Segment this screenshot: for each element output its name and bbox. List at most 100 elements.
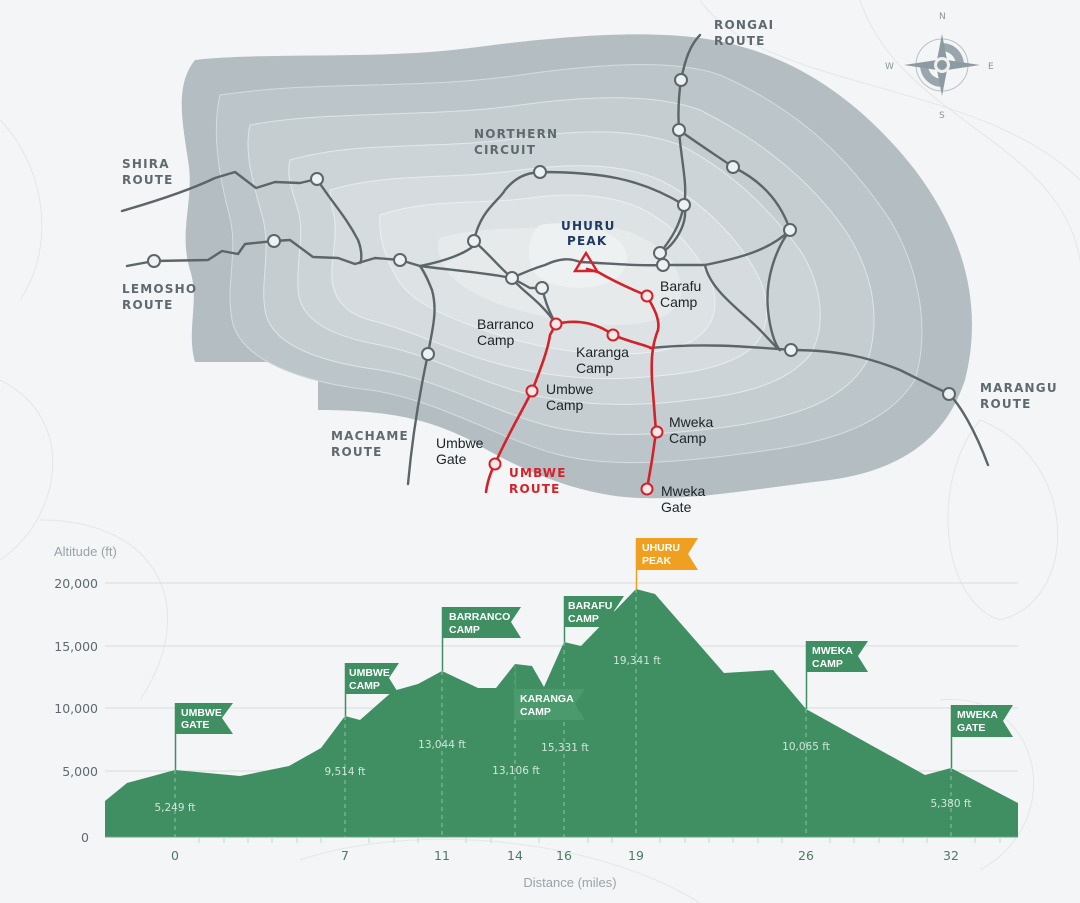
- x-axis-minor-ticks: [198, 838, 1001, 843]
- flag-karanga-camp: KARANGA CAMP: [514, 664, 585, 720]
- flag-karanga-camp-line1: KARANGA: [520, 693, 574, 705]
- x-tick-16: 16: [556, 848, 572, 863]
- lemosho-route-label-line2: ROUTE: [122, 298, 174, 312]
- flag-uhuru-peak-line2: PEAK: [642, 555, 672, 567]
- mweka-gate-label-1: Mweka: [661, 483, 706, 499]
- trails: [120, 33, 990, 486]
- mweka-gate-label-2: Gate: [661, 499, 692, 515]
- flag-barranco-camp-line2: CAMP: [449, 624, 480, 636]
- barafu-camp-label-2: Camp: [660, 294, 698, 310]
- mweka-camp-label-1: Mweka: [669, 414, 714, 430]
- flag-karanga-camp-line2: CAMP: [520, 706, 551, 718]
- marangu-route-label-line1: MARANGU: [980, 381, 1058, 395]
- rongai-route-label-line2: ROUTE: [714, 34, 766, 48]
- barafu-camp-label-1: Barafu: [660, 278, 701, 294]
- lemosho-east: [418, 228, 792, 280]
- trail-nodes: [147, 73, 956, 401]
- flag-barranco-camp-line1: BARRANCO: [449, 611, 510, 623]
- flag-umbwe-camp-line2: CAMP: [349, 680, 380, 692]
- altitude-barranco-camp: 13,044 ft: [418, 739, 466, 751]
- compass-icon: N S W E: [885, 12, 994, 121]
- altitude-labels: 5,249 ft 9,514 ft 13,044 ft 13,106 ft 15…: [154, 655, 971, 814]
- northern-circuit-label-line1: NORTHERN: [474, 127, 558, 141]
- mweka-camp-label-2: Camp: [669, 430, 707, 446]
- flag-umbwe-camp-line1: UMBWE: [349, 667, 390, 679]
- route-labels: SHIRA ROUTE LEMOSHO ROUTE NORTHERN CIRCU…: [122, 18, 1058, 496]
- umbwe-gate-label-1: Umbwe: [436, 435, 484, 451]
- northern-circuit-label-line2: CIRCUIT: [474, 143, 536, 157]
- y-axis-title: Altitude (ft): [54, 544, 117, 559]
- marangu-trail: [648, 344, 990, 467]
- flag-mweka-gate-line2: GATE: [957, 722, 985, 734]
- umbwe-gate-label-2: Gate: [436, 451, 467, 467]
- x-tick-32: 32: [943, 848, 959, 863]
- y-tick-20000: 20,000: [54, 576, 98, 591]
- machame-route-label-line1: MACHAME: [331, 429, 409, 443]
- barranco-camp-label-2: Camp: [477, 332, 515, 348]
- flag-umbwe-gate: UMBWE GATE: [174, 703, 233, 770]
- flag-barranco-camp: BARRANCO CAMP: [441, 607, 521, 671]
- y-tick-0: 0: [81, 830, 89, 845]
- flag-umbwe-gate-line2: GATE: [181, 719, 209, 731]
- uhuru-peak-triangle-icon: [572, 250, 600, 273]
- umbwe-camp-label-1: Umbwe: [546, 381, 594, 397]
- x-tick-26: 26: [798, 848, 814, 863]
- flag-mweka-gate: MWEKA GATE: [950, 705, 1013, 768]
- altitude-mweka-gate: 5,380 ft: [930, 798, 971, 810]
- y-axis-ticks: 20,000 15,000 10,000 5,000 0: [54, 576, 98, 845]
- machame-trail: [406, 264, 436, 486]
- altitude-uhuru-peak: 19,341 ft: [613, 655, 661, 667]
- marangu-upper: [766, 228, 792, 352]
- flag-uhuru-peak-line1: UHURU: [642, 542, 680, 554]
- y-tick-5000: 5,000: [62, 764, 98, 779]
- compass-w: W: [885, 62, 894, 72]
- umbwe-route-label-line1: UMBWE: [509, 466, 567, 480]
- compass-n: N: [939, 12, 946, 22]
- flag-barafu-camp-line2: CAMP: [568, 613, 599, 625]
- y-tick-10000: 10,000: [54, 701, 98, 716]
- uhuru-peak-label-line1: UHURU: [561, 219, 616, 233]
- flag-mweka-gate-line1: MWEKA: [957, 709, 998, 721]
- karanga-camp-label-1: Karanga: [576, 344, 629, 360]
- karanga-camp-label-2: Camp: [576, 360, 614, 376]
- shira-trail: [120, 170, 363, 265]
- machame-route-label-line2: ROUTE: [331, 445, 383, 459]
- rongai-route-label-line1: RONGAI: [714, 18, 774, 32]
- uhuru-peak-label-line2: PEAK: [567, 234, 607, 248]
- elevation-chart: Altitude (ft) 20,000 15,000 10,000 5,000…: [54, 538, 1018, 890]
- x-tick-0: 0: [171, 848, 179, 863]
- umbwe-camp-label-2: Camp: [546, 397, 584, 413]
- x-tick-7: 7: [341, 848, 349, 863]
- altitude-umbwe-camp: 9,514 ft: [324, 766, 365, 778]
- x-axis-ticks: 0 7 11 14 16 19 26 32: [171, 848, 959, 863]
- flag-umbwe-gate-line1: UMBWE: [181, 707, 222, 719]
- flag-mweka-camp: MWEKA CAMP: [805, 641, 868, 709]
- marangu-route-label-line2: ROUTE: [980, 397, 1032, 411]
- camp-labels: Barafu Camp Barranco Camp Karanga Camp U…: [436, 278, 714, 515]
- umbwe-route-label-line2: ROUTE: [509, 482, 561, 496]
- shira-route-label-line2: ROUTE: [122, 173, 174, 187]
- y-tick-15000: 15,000: [54, 639, 98, 654]
- flag-umbwe-camp: UMBWE CAMP: [344, 663, 399, 716]
- flag-barafu-camp-line1: BARAFU: [568, 600, 612, 612]
- east-mid: [703, 263, 782, 352]
- flag-uhuru-peak: UHURU PEAK: [635, 538, 698, 589]
- summit-snow: [528, 223, 628, 288]
- shira-route-label-line1: SHIRA: [122, 157, 170, 171]
- x-tick-11: 11: [434, 848, 450, 863]
- peak-label: UHURU PEAK: [561, 219, 616, 248]
- mountain-map: [181, 34, 972, 499]
- altitude-karanga-camp: 13,106 ft: [492, 765, 540, 777]
- altitude-mweka-camp: 10,065 ft: [782, 741, 830, 753]
- barranco-camp-label-1: Barranco: [477, 316, 534, 332]
- x-axis-title: Distance (miles): [523, 875, 616, 890]
- camp-nodes: [488, 289, 664, 496]
- altitude-barafu-camp: 15,331 ft: [541, 742, 589, 754]
- flag-barafu-camp: BARAFU CAMP: [563, 596, 624, 642]
- lemosho-route-label-line1: LEMOSHO: [122, 282, 197, 296]
- flag-mweka-camp-line2: CAMP: [812, 658, 843, 670]
- altitude-umbwe-gate: 5,249 ft: [154, 802, 195, 814]
- compass-e: E: [988, 62, 994, 72]
